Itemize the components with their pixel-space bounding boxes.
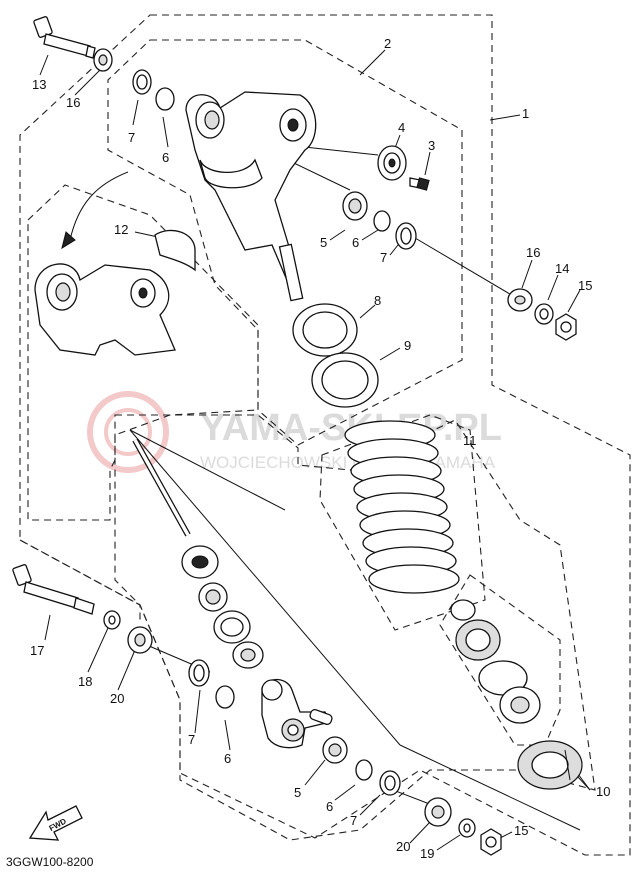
callout-11: 11 [463, 433, 477, 448]
callout-6-upper: 6 [162, 150, 169, 165]
callout-5-lower: 5 [294, 785, 301, 800]
callout-19: 19 [420, 846, 434, 861]
callout-5-upper: 5 [320, 235, 327, 250]
bolt-13 [33, 16, 96, 59]
watermark-subtitle: WOJCIECHOWSKI DEALER YAMAHA [200, 453, 496, 472]
fwd-arrow-icon: FWD [28, 805, 83, 841]
spring-11 [344, 420, 460, 594]
circlip-6-lower-left [215, 685, 235, 709]
callout-6-lower: 6 [326, 799, 333, 814]
callout-16-right: 16 [526, 245, 540, 260]
callout-7-mid: 7 [380, 250, 387, 265]
callout-20-left: 20 [110, 691, 124, 706]
spring-boundary [319, 414, 486, 631]
spring-seat-stack [450, 599, 541, 724]
callout-17: 17 [30, 643, 44, 658]
callout-10: 10 [596, 784, 610, 799]
callout-20-right: 20 [396, 839, 410, 854]
damper-rod [132, 438, 191, 537]
circlip-6-mid [373, 210, 391, 232]
ring-nut-9 [311, 352, 379, 408]
callout-9: 9 [404, 338, 411, 353]
diagram-code: 3GGW100-8200 [6, 855, 94, 869]
adjuster-4 [377, 145, 407, 181]
callout-7-lower: 7 [350, 813, 357, 828]
upper-bracket-2 [185, 91, 317, 302]
callout-6-lower-left: 6 [224, 751, 231, 766]
circlip-6-lower [355, 759, 373, 781]
callout-3: 3 [428, 138, 435, 153]
callout-15-lower: 15 [514, 823, 528, 838]
callout-2: 2 [384, 36, 391, 51]
callout-4: 4 [398, 120, 405, 135]
callout-18: 18 [78, 674, 92, 689]
circlip-6-upper [155, 87, 175, 111]
subassembly-12-boundary [27, 184, 259, 521]
leader-lines [39, 49, 591, 851]
callout-12: 12 [114, 222, 128, 237]
callout-14: 14 [555, 261, 569, 276]
callout-6-mid: 6 [352, 235, 359, 250]
callout-16-upper: 16 [66, 95, 80, 110]
callout-15-upper: 15 [578, 278, 592, 293]
callout-7-upper: 7 [128, 130, 135, 145]
watermark-logo [87, 391, 169, 473]
callout-1: 1 [522, 106, 529, 121]
inset-12 [34, 171, 196, 356]
callout-labels: 1 2 3 4 5 6 7 16 14 15 8 9 12 13 16 7 6 … [30, 36, 610, 861]
lower-clevis [261, 678, 333, 749]
ring-nut-8 [292, 303, 358, 357]
screw-3 [409, 177, 430, 191]
spring-guide-10 [517, 740, 583, 790]
bolt-17 [12, 564, 95, 615]
watermark: YAMA-SKLEP.PL WOJCIECHOWSKI DEALER YAMAH… [87, 391, 502, 473]
damper-internals [181, 545, 264, 669]
assembly-1-boundary [19, 14, 631, 856]
callout-7-lower-left: 7 [188, 732, 195, 747]
callout-8: 8 [374, 293, 381, 308]
callout-13: 13 [32, 77, 46, 92]
